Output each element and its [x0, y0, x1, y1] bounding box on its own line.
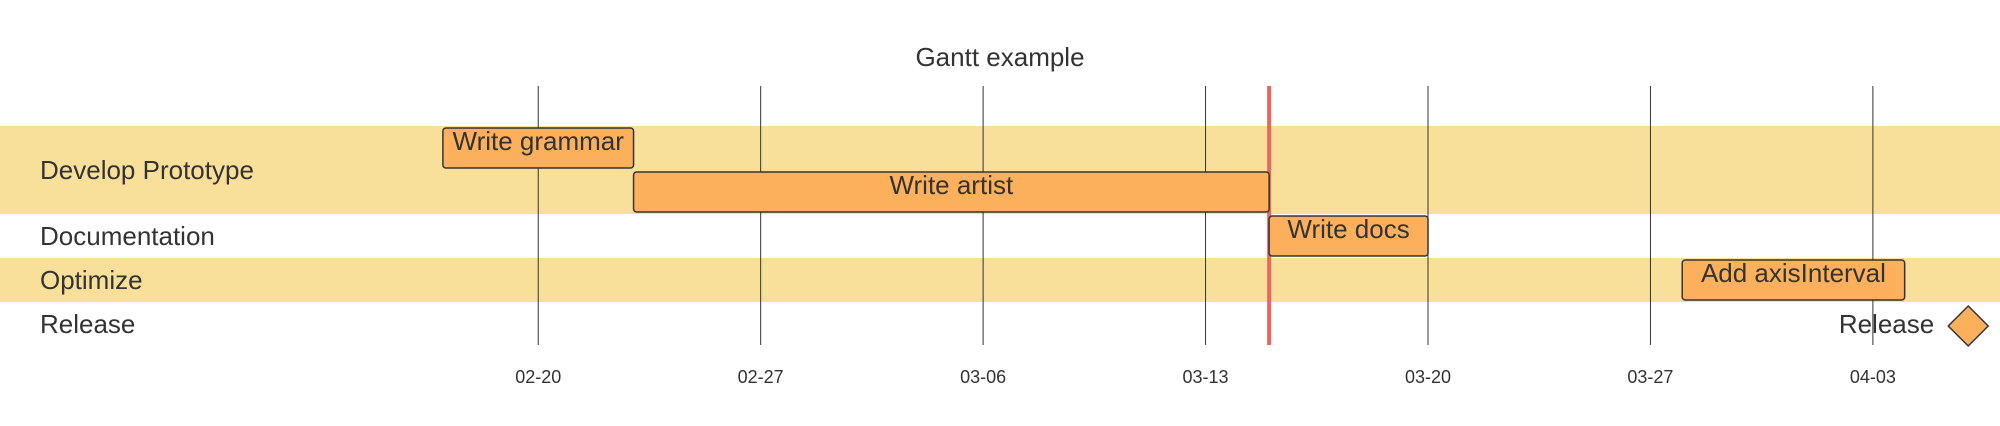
task-label: Write docs — [1287, 214, 1409, 244]
grid-lines — [537, 86, 1874, 345]
task-bar[interactable] — [442, 127, 635, 169]
section-labels: Develop PrototypeDocumentationOptimizeRe… — [40, 155, 254, 339]
milestone-label: Release — [1839, 309, 1934, 339]
section-label: Optimize — [40, 265, 143, 295]
task-bar[interactable] — [1681, 259, 1906, 301]
x-tick-label: 02-27 — [738, 367, 784, 387]
x-tick-label: 03-13 — [1183, 367, 1229, 387]
x-tick-label: 03-20 — [1405, 367, 1451, 387]
section-label: Develop Prototype — [40, 155, 254, 185]
task-bar[interactable] — [1268, 215, 1429, 257]
chart-title: Gantt example — [915, 42, 1084, 72]
task-label: Add axisInterval — [1701, 258, 1886, 288]
section-band — [0, 258, 2000, 302]
section-label: Release — [40, 309, 135, 339]
x-tick-label: 03-06 — [960, 367, 1006, 387]
section-label: Documentation — [40, 221, 215, 251]
task-label: Write grammar — [453, 126, 625, 156]
x-tick-label: 03-27 — [1627, 367, 1673, 387]
x-tick-label: 04-03 — [1850, 367, 1896, 387]
x-axis-ticks: 02-20 02-27 03-06 03-13 03-20 03-27 04-03 — [515, 367, 1896, 387]
task-bar[interactable] — [632, 171, 1270, 213]
milestone-diamond[interactable] — [1947, 304, 1990, 348]
x-tick-label: 02-20 — [515, 367, 561, 387]
task-label: Write artist — [889, 170, 1014, 200]
